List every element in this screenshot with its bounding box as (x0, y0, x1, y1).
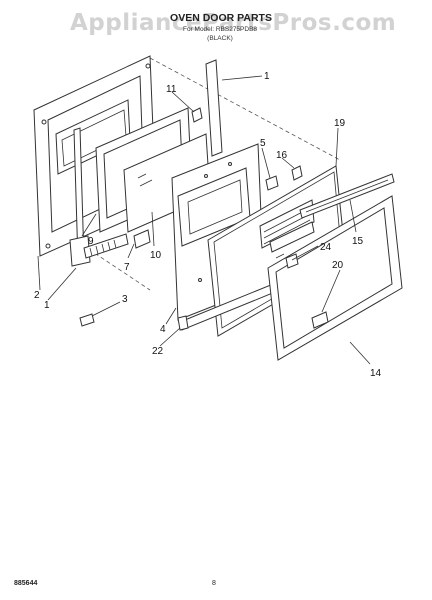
document-number: 885644 (14, 580, 38, 587)
hinge-spring (83, 233, 129, 259)
vent-trim (299, 173, 395, 219)
leader-line (151, 211, 155, 247)
clip-part-5 (265, 175, 279, 191)
screw-part-3 (79, 313, 95, 327)
callout-16: 16 (276, 150, 288, 161)
leader-line (261, 147, 271, 179)
callout-4: 4 (160, 324, 166, 335)
trim-top-part-1 (205, 59, 223, 157)
leader-line (291, 245, 319, 261)
bracket-part-24b (285, 253, 299, 269)
callout-7: 7 (124, 262, 130, 273)
leader-line (349, 341, 371, 365)
leader-line (159, 327, 181, 347)
leader-line (321, 269, 341, 313)
leader-line (221, 75, 263, 81)
callout-5: 5 (260, 138, 266, 149)
leader-line (47, 267, 77, 301)
callout-14: 14 (370, 368, 382, 379)
hinge-bracket (133, 229, 151, 249)
callout-22: 22 (152, 346, 164, 357)
callout-20: 20 (332, 260, 344, 271)
leader-line (281, 157, 295, 169)
clip-part-16 (291, 165, 303, 181)
leader-line (335, 127, 339, 167)
callout-19: 19 (334, 118, 346, 129)
callout-10: 10 (150, 250, 162, 261)
callout-9: 9 (88, 236, 94, 247)
watermark: AppliancePartsPros.com (70, 10, 397, 36)
leader-line (91, 301, 121, 317)
model-subtitle: For Model: RBS275PDB8 (182, 26, 258, 33)
leader-line (165, 307, 177, 325)
page-number: 8 (212, 580, 216, 587)
leader-line (171, 91, 195, 113)
door-frame (267, 195, 403, 361)
leader-line (81, 213, 97, 237)
callout-15: 15 (352, 236, 364, 247)
color-variant: (BLACK) (207, 35, 233, 42)
callout-2: 2 (34, 290, 40, 301)
callout-1: 1 (264, 71, 270, 82)
page-title: OVEN DOOR PARTS (170, 12, 272, 24)
assembly-dashed-line (149, 57, 341, 161)
leader-line (127, 243, 135, 259)
leader-line (37, 255, 41, 291)
callout-1b: 1 (44, 300, 50, 311)
bracket-part-20 (311, 311, 329, 329)
clip-part-11 (191, 107, 203, 123)
callout-24: 24 (320, 242, 332, 253)
door-handle (269, 221, 315, 253)
callout-3: 3 (122, 294, 128, 305)
door-hinge (69, 127, 91, 267)
leader-line (349, 199, 357, 233)
callout-11: 11 (166, 84, 177, 95)
